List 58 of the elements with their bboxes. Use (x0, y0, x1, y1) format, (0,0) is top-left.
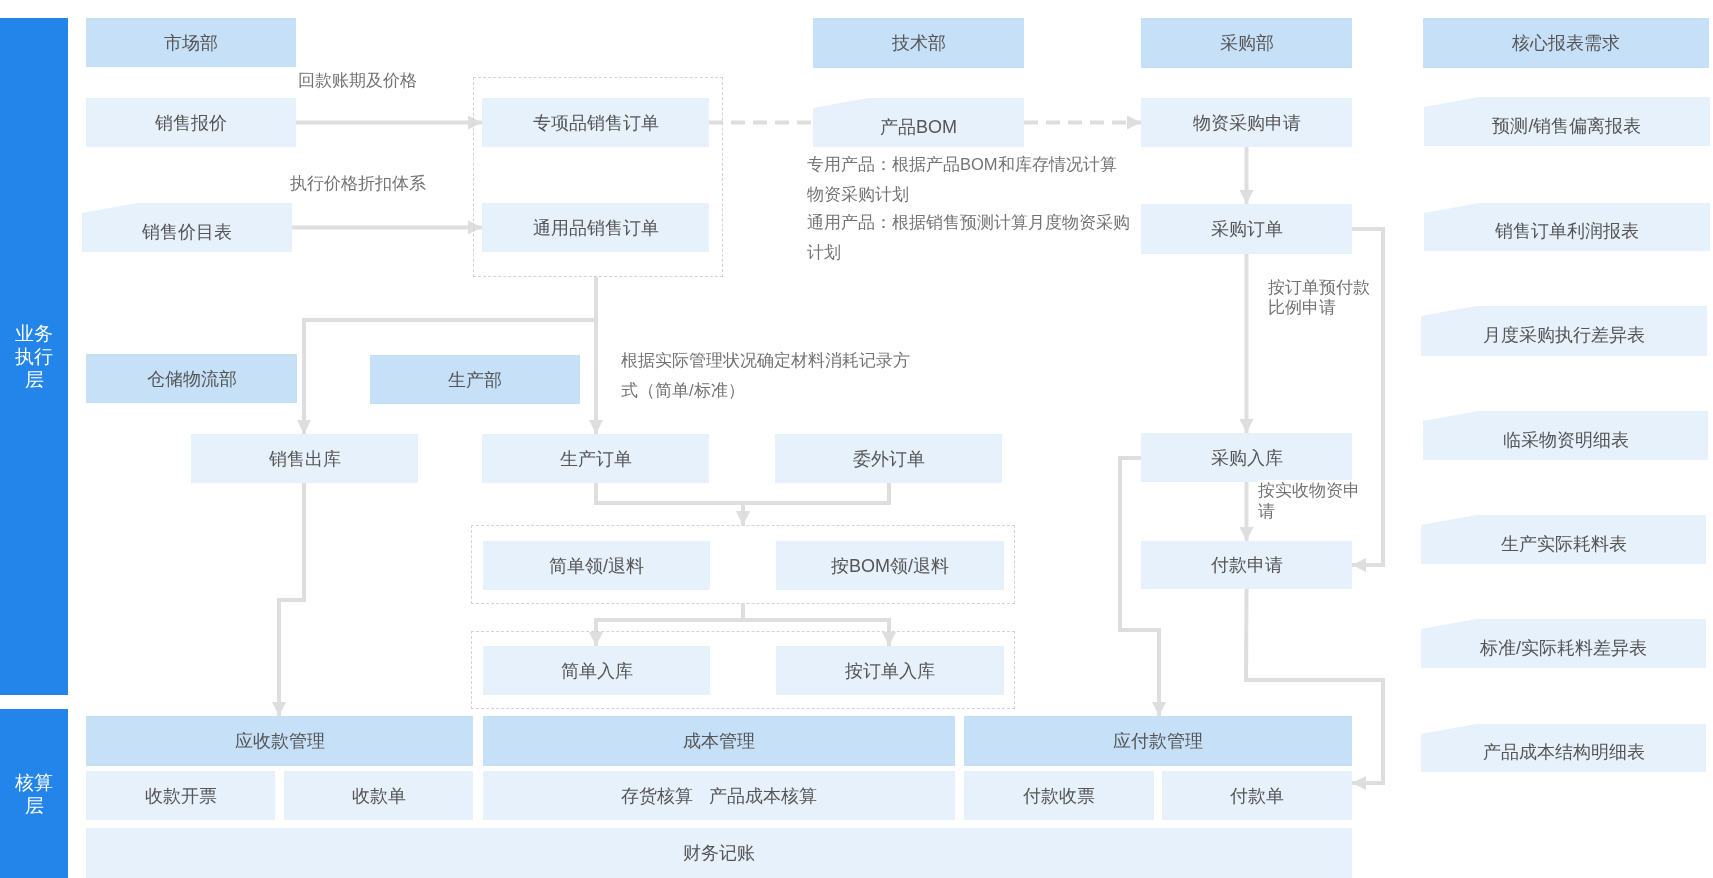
edge-label: 执行价格折扣体系 (290, 172, 426, 194)
document-box: 生产实际耗料表 (1421, 515, 1706, 564)
document-box: 临采物资明细表 (1423, 411, 1708, 460)
arrow (1239, 147, 1254, 204)
arrow (1239, 482, 1254, 541)
dashed-group-box (471, 525, 1015, 604)
header-box: 应付款管理 (964, 716, 1352, 766)
header-box: 应收款管理 (86, 716, 473, 766)
process-box: 付款单 (1162, 771, 1352, 820)
arrow (1118, 456, 1166, 716)
document-box: 产品BOM (813, 98, 1024, 147)
process-box: 简单领/退料 (483, 541, 710, 590)
process-box: 销售出库 (191, 434, 418, 483)
document-box: 产品成本结构明细表 (1421, 724, 1706, 772)
header-box: 仓储物流部 (86, 354, 297, 403)
dashed-arrow (1024, 115, 1141, 130)
process-box: 生产订单 (482, 434, 709, 483)
header-box: 市场部 (86, 18, 296, 67)
arrow (1239, 254, 1254, 433)
arrow (272, 483, 306, 716)
process-box: 收款单 (284, 771, 473, 820)
edge-label: 回款账期及价格 (298, 69, 417, 91)
process-box: 委外订单 (775, 434, 1002, 483)
header-box: 成本管理 (483, 716, 955, 766)
process-box: 专项品销售订单 (482, 98, 709, 147)
arrow (296, 115, 482, 130)
process-box: 付款申请 (1141, 541, 1352, 589)
arrow (1352, 227, 1385, 572)
arrow (292, 220, 482, 235)
process-box: 采购订单 (1141, 204, 1352, 254)
process-box: 物资采购申请 (1141, 98, 1352, 147)
header-box: 采购部 (1141, 18, 1352, 68)
item-label: 存货核算 (621, 784, 693, 808)
document-box: 月度采购执行差异表 (1421, 306, 1707, 356)
process-box: 财务记账 (86, 828, 1352, 878)
dashed-group-box (471, 631, 1015, 709)
header-box: 技术部 (813, 18, 1024, 68)
process-box: 按订单入库 (776, 646, 1004, 695)
document-box: 销售订单利润报表 (1424, 203, 1710, 251)
process-box: 按BOM领/退料 (776, 541, 1004, 590)
dashed-group-box (473, 77, 723, 277)
process-box: 通用品销售订单 (482, 203, 709, 252)
document-box: 销售价目表 (82, 203, 292, 252)
header-box: 生产部 (370, 355, 580, 404)
process-box: 收款开票 (86, 771, 275, 820)
process-box: 简单入库 (483, 646, 710, 695)
layer-bar: 核算层 (0, 709, 68, 878)
header-box: 核心报表需求 (1423, 18, 1709, 68)
process-box: 销售报价 (86, 98, 296, 147)
process-box: 采购入库 (1141, 433, 1352, 482)
process-box: 付款收票 (964, 771, 1154, 820)
document-box: 预测/销售偏离报表 (1424, 97, 1710, 146)
arrow (1244, 589, 1385, 790)
document-box: 标准/实际耗料差异表 (1421, 619, 1706, 668)
layer-bar: 业务执行层 (0, 18, 68, 695)
process-box (483, 771, 955, 820)
dashed-connector-line (709, 120, 813, 125)
item-label: 产品成本核算 (709, 784, 817, 808)
